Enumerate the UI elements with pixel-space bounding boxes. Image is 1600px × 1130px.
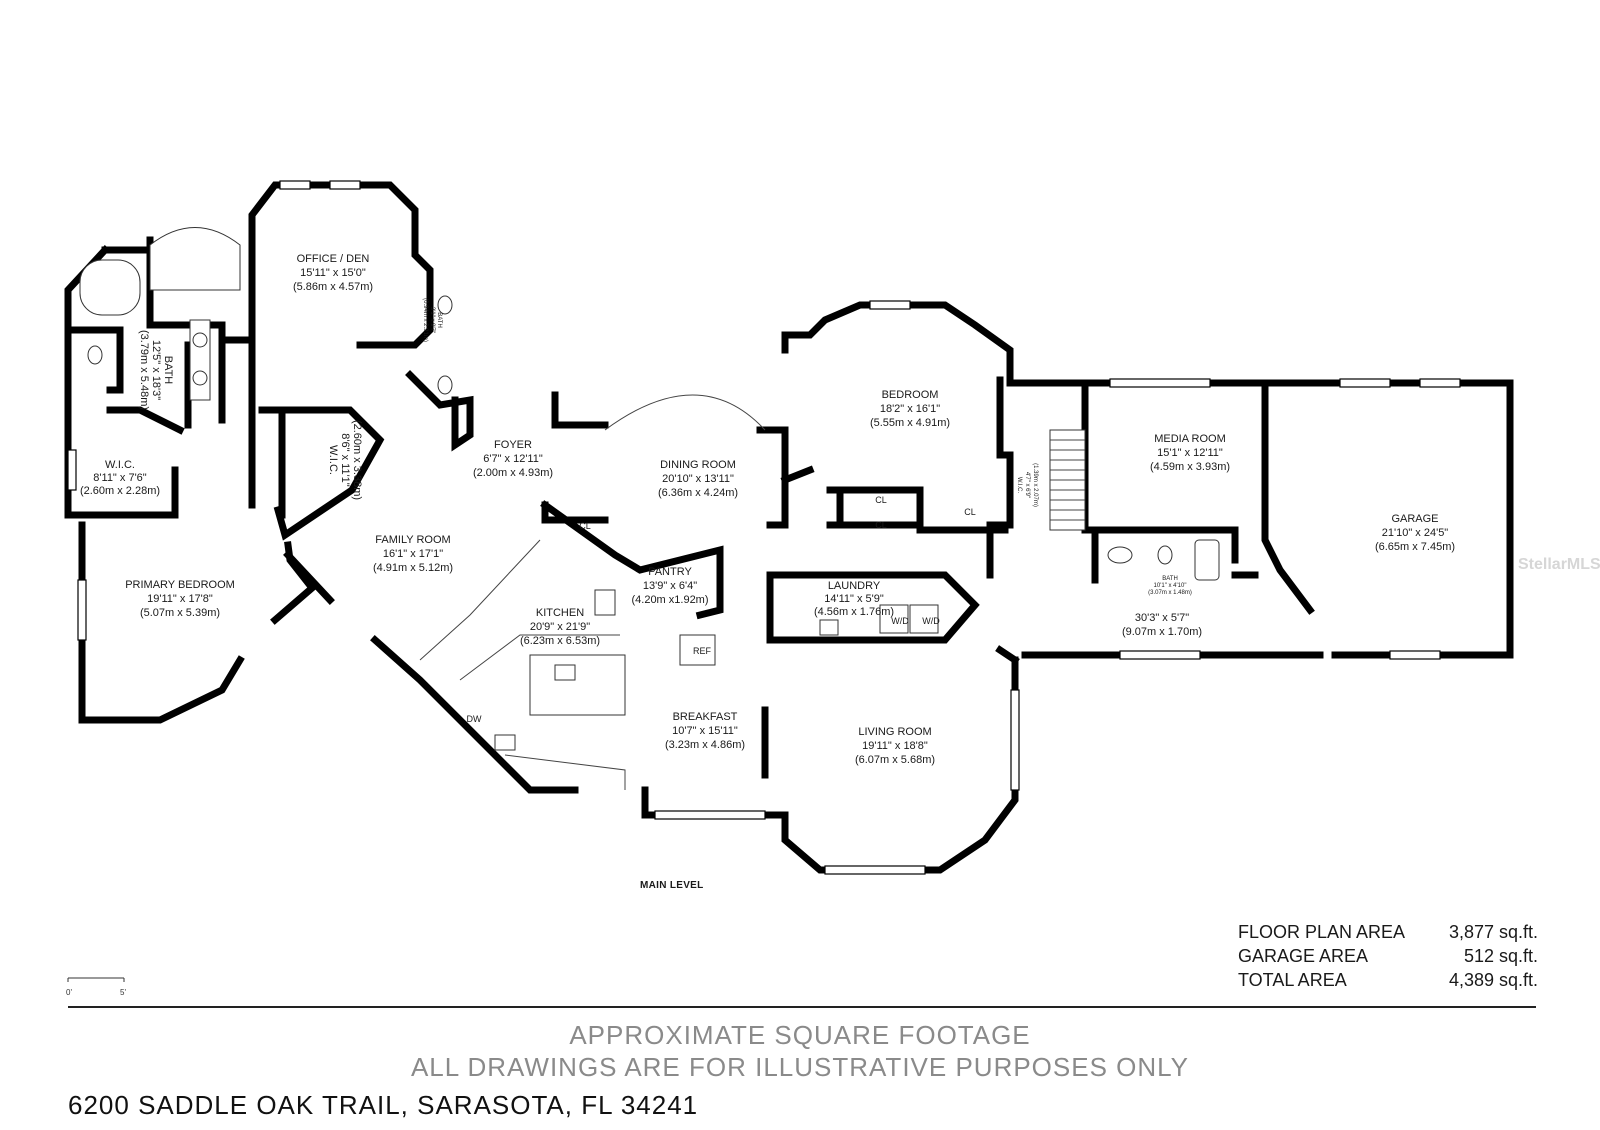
- windows: [67, 180, 1461, 875]
- shower-icon: [149, 227, 241, 291]
- toilet-icon: [437, 295, 453, 315]
- area-summary: FLOOR PLAN AREA 3,877 sq.ft. GARAGE AREA…: [1238, 920, 1538, 992]
- disclaimer-line-2: ALL DRAWINGS ARE FOR ILLUSTRATIVE PURPOS…: [410, 1052, 1190, 1082]
- footer-divider: [68, 1006, 1536, 1008]
- sink-icon: [192, 370, 208, 386]
- fixtures: [79, 227, 1220, 790]
- stairs-icon: [1049, 429, 1086, 531]
- washer-label: W/D: [891, 616, 909, 626]
- closet-label: CL: [875, 495, 887, 505]
- watermark-logo: StellarMLS: [1518, 556, 1600, 573]
- washer-icon: [879, 604, 909, 634]
- sink-icon: [554, 664, 576, 681]
- dryer-label: W/D: [922, 616, 940, 626]
- toilet-icon: [1157, 545, 1173, 565]
- laundry-sink-icon: [819, 619, 839, 636]
- property-address: 6200 SADDLE OAK TRAIL, SARASOTA, FL 3424…: [68, 1090, 699, 1120]
- scale-bar: 0' 5': [66, 976, 126, 997]
- refrigerator-icon: [679, 634, 716, 666]
- wic-3-label: W.I.C.4'7" x 6'9"(1.39m x 2.07m): [1016, 463, 1038, 507]
- closet-label: CL: [579, 521, 591, 531]
- level-label: MAIN LEVEL: [640, 880, 704, 891]
- scale-bar-graphic: [67, 977, 125, 982]
- primary-bath-label: BATH12'5" x 18'3"(3.79m x 5.48m): [138, 330, 174, 410]
- walls: [64, 181, 1514, 874]
- area-label: GARAGE AREA: [1238, 946, 1369, 966]
- refrigerator-label: REF: [693, 646, 712, 656]
- closet-label: CL: [964, 507, 976, 517]
- disclaimer-line-1: APPROXIMATE SQUARE FOOTAGE: [569, 1020, 1031, 1050]
- cooktop-icon: [594, 589, 616, 616]
- sink-icon: [1107, 546, 1133, 564]
- kitchen-island-icon: [529, 654, 626, 716]
- area-row: FLOOR PLAN AREA 3,877 sq.ft.: [1238, 920, 1538, 944]
- hall-label: 30'3" x 5'7"(9.07m x 1.70m): [1122, 612, 1202, 638]
- wic-1-label: W.I.C.8'11" x 7'6"(2.60m x 2.28m): [80, 459, 160, 497]
- area-value: 4,389 sq.ft.: [1448, 970, 1538, 990]
- area-value: 512 sq.ft.: [1463, 946, 1538, 966]
- scale-end: 5': [120, 988, 126, 997]
- area-value: 3,877 sq.ft.: [1448, 922, 1538, 942]
- dryer-icon: [909, 604, 939, 634]
- office-bath-label: BATH3'1" x 9'7"(0.94m x 2.91m): [422, 298, 442, 342]
- dishwasher-label: DW: [467, 714, 482, 724]
- area-label: TOTAL AREA: [1238, 970, 1347, 990]
- scale-start: 0': [66, 988, 72, 997]
- bathtub-icon: [79, 259, 141, 316]
- sink-icon: [192, 332, 208, 348]
- vanity-icon: [189, 319, 211, 401]
- toilet-icon: [437, 375, 453, 395]
- wic-2-label: W.I.C.8'6" x 11'1"(2.60m x 3.38m): [327, 420, 363, 500]
- bathtub-icon: [1194, 539, 1220, 581]
- toilet-icon: [87, 345, 103, 365]
- sink-icon: [494, 734, 516, 751]
- area-label: FLOOR PLAN AREA: [1238, 922, 1406, 942]
- closet-label: CL: [875, 520, 887, 530]
- area-row: TOTAL AREA 4,389 sq.ft.: [1238, 968, 1538, 992]
- area-row: GARAGE AREA 512 sq.ft.: [1238, 944, 1538, 968]
